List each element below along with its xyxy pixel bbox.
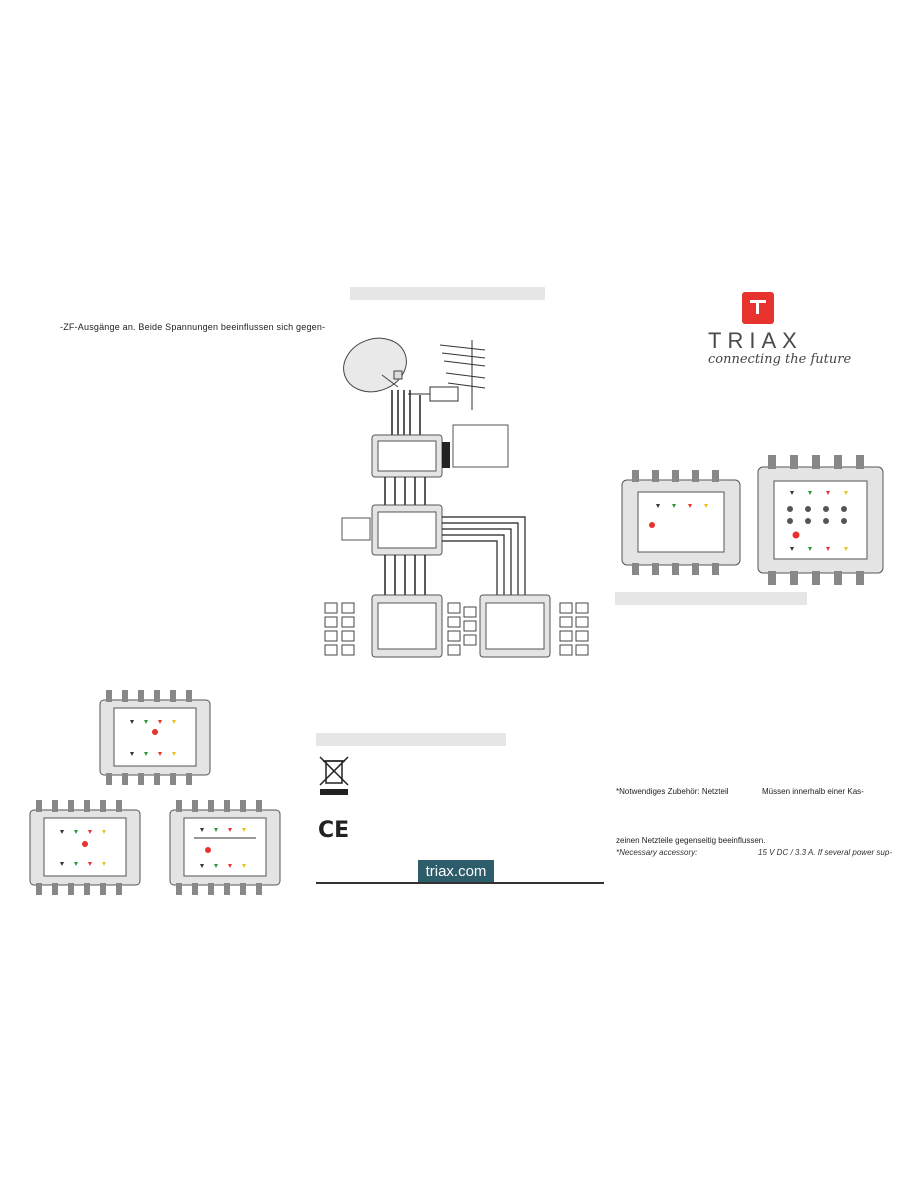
accessory-de-left: *Notwendiges Zubehör: Netzteil (616, 787, 729, 796)
multiswitch-illustration-left (29, 800, 141, 895)
ce-mark-icon: CE (318, 818, 350, 843)
accessory-en-right: 15 V DC / 3.3 A. If several power sup- (758, 848, 892, 857)
accessory-en-left: *Necessary accessory: (616, 848, 698, 857)
antenna-icon (408, 340, 486, 410)
satellite-dish-icon (343, 337, 407, 393)
product-illustration-small (621, 470, 741, 575)
weee-bin-icon (319, 756, 349, 795)
section-header-bar-diagram (350, 287, 545, 300)
german-instruction-line: -ZF-Ausgänge an. Beide Spannungen beeinf… (60, 322, 326, 332)
multiswitch-diagram (324, 337, 589, 658)
brand-tagline: connecting the future (708, 352, 852, 367)
accessory-de-right: Müssen innerhalb einer Kas- (762, 787, 864, 796)
brand-name: TRIAX (708, 328, 803, 353)
multiswitch-illustration-top (99, 690, 211, 785)
footer-divider (316, 882, 604, 884)
website-link[interactable]: triax.com (418, 860, 494, 884)
multiswitch-illustration-right (169, 800, 281, 895)
product-illustration-large (757, 455, 884, 585)
accessory-de-line2: zeinen Netzteile gegenseitig beeinflusse… (616, 836, 766, 845)
triax-logo-icon (742, 292, 774, 324)
section-header-bar-disposal (316, 733, 506, 746)
section-header-bar-right (615, 592, 807, 605)
